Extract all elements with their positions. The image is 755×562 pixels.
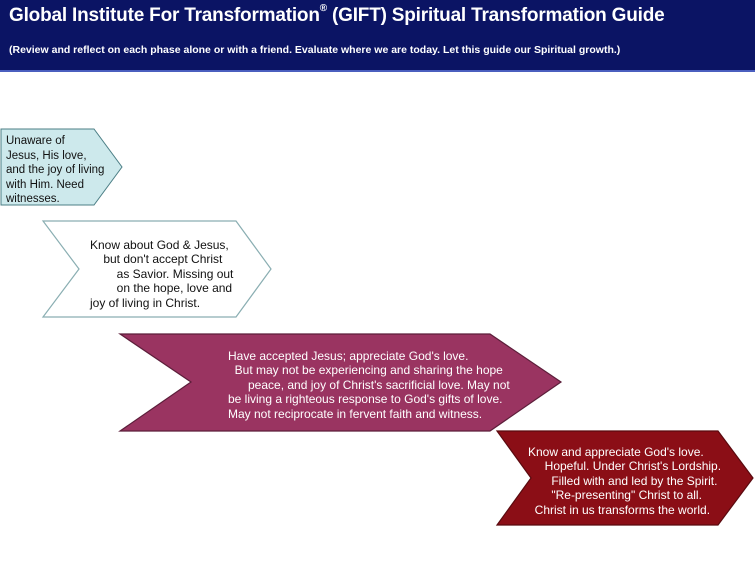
phase-4-text: Know and appreciate God's love. Hopeful.… xyxy=(528,445,722,517)
phase-3-text: Have accepted Jesus; appreciate God's lo… xyxy=(228,349,510,421)
phase-4-arrow xyxy=(495,430,754,526)
phase-1-text: Unaware of Jesus, His love, and the joy … xyxy=(6,135,105,205)
phase-2-text: Know about God & Jesus, but don't accept… xyxy=(90,238,234,310)
phase-1-arrow xyxy=(0,128,123,206)
phase-2-arrow xyxy=(41,220,272,318)
page-title: Global Institute For Transformation® (GI… xyxy=(9,2,665,27)
phase-3-arrow xyxy=(118,333,563,432)
title-main: Global Institute For Transformation xyxy=(9,5,320,26)
title-banner: Global Institute For Transformation® (GI… xyxy=(0,0,755,72)
registered-mark: ® xyxy=(319,2,327,14)
title-rest: (GIFT) Spiritual Transformation Guide xyxy=(326,5,665,26)
page-subtitle: (Review and reflect on each phase alone … xyxy=(9,44,621,56)
